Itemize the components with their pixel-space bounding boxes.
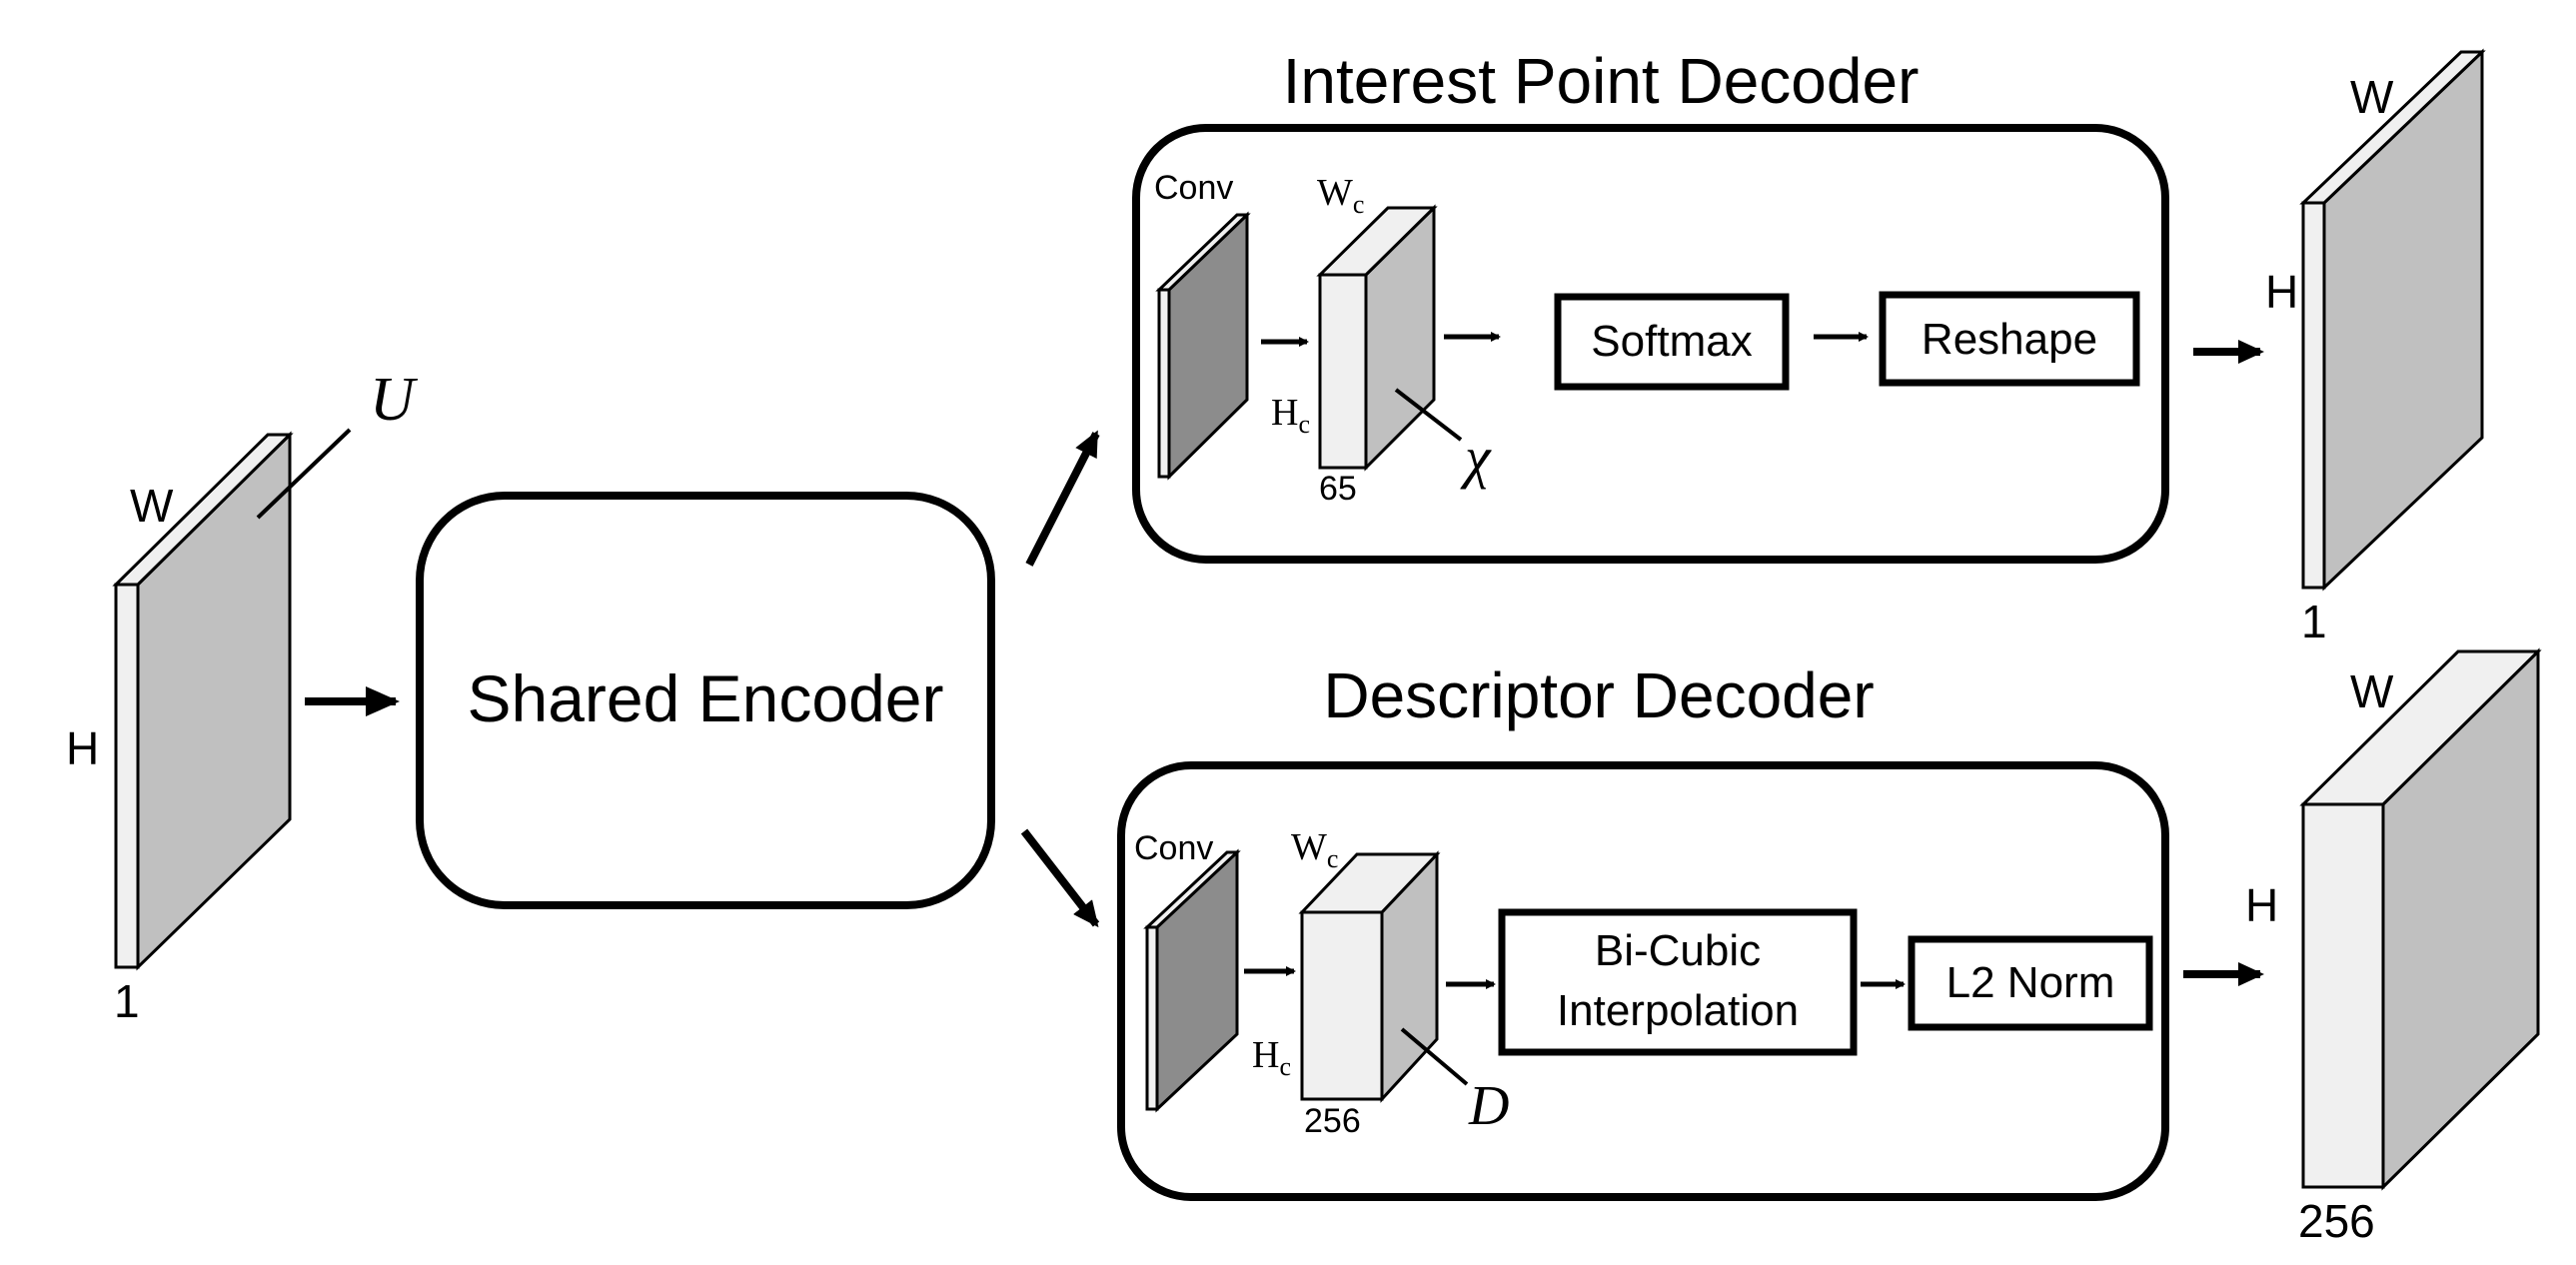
descriptor-d-tensor: D Wc Hc 256 [1252, 826, 1509, 1140]
bicubic-label-line1: Bi-Cubic [1595, 926, 1761, 975]
arrow-encoder-to-descriptor [1020, 828, 1100, 928]
top-output-depth-label: 1 [2301, 596, 2327, 647]
interest-chi-tensor: χ Wc Hc 65 [1271, 172, 1492, 508]
bottom-output-front [2301, 802, 2385, 1189]
input-tensor-front [114, 583, 140, 969]
input-height-label: H [66, 722, 99, 774]
interest-conv-layer: Conv [1154, 169, 1251, 481]
interest-depth-label: 65 [1319, 470, 1357, 508]
reshape-box [1879, 291, 2140, 387]
interest-chi-symbol: χ [1460, 425, 1492, 490]
input-symbol-u: U [370, 366, 419, 434]
interest-chi-leader [1394, 388, 1463, 442]
arrow-encoder-to-interest [1025, 430, 1100, 567]
interest-decoder-title: Interest Point Decoder [1283, 45, 1920, 117]
interest-hc-label: Hc [1271, 392, 1310, 439]
descriptor-conv-front [1145, 925, 1159, 1111]
input-symbol-leader [256, 428, 352, 520]
descriptor-output-tensor: W H 256 [2245, 647, 2542, 1247]
interest-output-tensor: W H 1 [2265, 48, 2486, 647]
descriptor-conv-layer: Conv [1134, 829, 1241, 1113]
descriptor-tensor-front [1300, 910, 1384, 1101]
descriptor-conv-label: Conv [1134, 829, 1213, 867]
interest-conv-front [1157, 288, 1171, 479]
top-output-side [2322, 48, 2484, 592]
descriptor-d-symbol: D [1468, 1075, 1509, 1137]
descriptor-wc-label: Wc [1291, 826, 1338, 873]
interest-conv-top [1155, 213, 1251, 292]
bottom-output-width-label: W [2350, 665, 2394, 717]
shared-encoder-box [416, 492, 995, 909]
softmax-box [1554, 293, 1790, 391]
top-output-width-label: W [2350, 71, 2394, 123]
top-output-height-label: H [2265, 266, 2298, 318]
interest-conv-label: Conv [1154, 169, 1233, 207]
l2-norm-box [1908, 935, 2153, 1031]
interest-tensor-front [1318, 273, 1368, 470]
bottom-output-depth-label: 256 [2298, 1195, 2375, 1247]
descriptor-depth-label: 256 [1304, 1102, 1361, 1140]
descriptor-decoder-title: Descriptor Decoder [1323, 659, 1874, 731]
softmax-label: Softmax [1591, 317, 1752, 366]
top-output-front [2301, 201, 2326, 590]
descriptor-decoder: Descriptor Decoder Conv D Wc Hc 256 Bi-C… [1117, 659, 2169, 1201]
descriptor-hc-label: Hc [1252, 1034, 1291, 1081]
bicubic-box [1498, 908, 1858, 1056]
shared-encoder: Shared Encoder [416, 492, 995, 909]
l2-norm-label: L2 Norm [1946, 958, 2115, 1007]
input-width-label: W [130, 480, 174, 532]
input-depth-label: 1 [114, 975, 140, 1027]
descriptor-d-leader [1400, 1027, 1469, 1086]
reshape-label: Reshape [1922, 315, 2097, 364]
bicubic-label-line2: Interpolation [1557, 986, 1799, 1035]
interest-point-decoder: Interest Point Decoder Conv χ Wc Hc 65 S… [1132, 45, 2169, 564]
descriptor-conv-top [1143, 850, 1241, 929]
input-image-tensor: U W H 1 [66, 366, 419, 1027]
bottom-output-height-label: H [2245, 879, 2278, 931]
interest-wc-label: Wc [1317, 172, 1364, 219]
shared-encoder-label: Shared Encoder [468, 661, 944, 735]
